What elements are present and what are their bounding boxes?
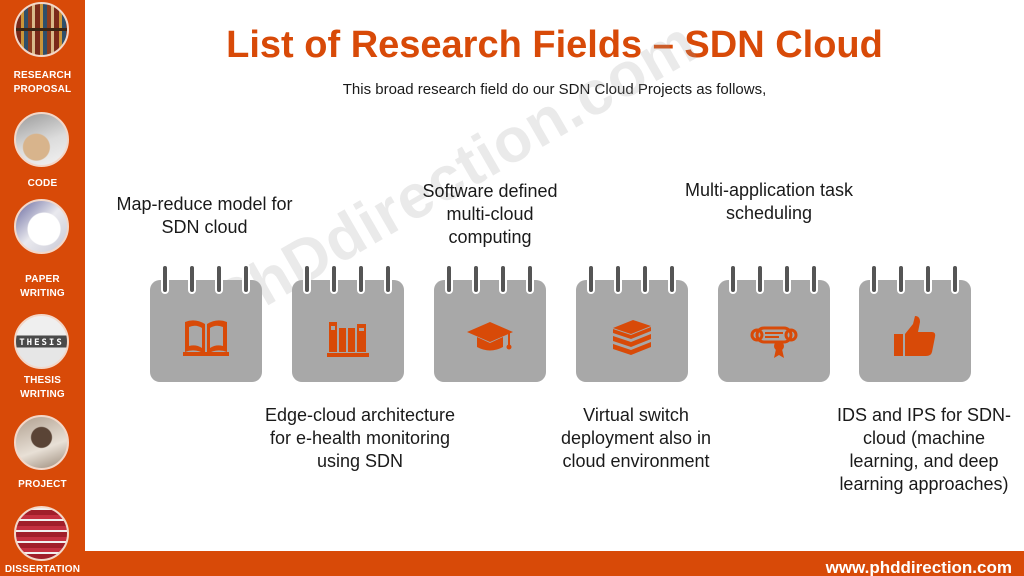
thesis-thumbnail-text: THESIS [19, 338, 64, 348]
page-title: List of Research Fields – SDN Cloud [226, 24, 883, 66]
calendar-ring [188, 264, 196, 294]
calendar-ring [161, 264, 169, 294]
book-stack-icon [613, 320, 651, 355]
field-label: Map-reduce model for SDN cloud [116, 194, 293, 237]
calendar-ring [384, 264, 392, 294]
calendar-card [576, 264, 688, 382]
sidebar-item-project[interactable]: PROJECT [0, 410, 85, 500]
calendar-ring [668, 264, 676, 294]
calendar-ring [445, 264, 453, 294]
calendar-ring [924, 264, 932, 294]
calendar-card [718, 264, 830, 382]
sidebar-item-dissertation[interactable]: DISSERTATION [0, 500, 85, 576]
footer-website-link[interactable]: www.phddirection.com [825, 558, 1012, 576]
calendar-ring [357, 264, 365, 294]
sidebar-item-thesis-writing[interactable]: THESIS THESIS WRITING [0, 305, 85, 410]
thumbs-up-icon [894, 316, 936, 356]
field-label: Edge-cloud architecture for e-health mon… [264, 405, 456, 471]
calendar-ring [810, 264, 818, 294]
field-label: Multi-application task scheduling [684, 180, 854, 223]
field-label: Software defined multi-cloud computing [422, 181, 558, 247]
calendar-ring [729, 264, 737, 294]
sidebar-item-label: PAPER WRITING [20, 274, 65, 299]
open-book-icon [183, 320, 229, 356]
calendar-card [292, 264, 404, 382]
thesis-thumbnail: THESIS [14, 314, 69, 369]
sidebar-item-label: PROJECT [18, 479, 67, 490]
sidebar-item-research-proposal[interactable]: RESEARCH PROPOSAL [0, 0, 85, 100]
sidebar-item-code[interactable]: CODE [0, 100, 85, 195]
code-thumbnail [14, 112, 69, 167]
sidebar-item-label: RESEARCH PROPOSAL [13, 70, 72, 95]
calendar-ring [870, 264, 878, 294]
page-subtitle: This broad research field do our SDN Clo… [342, 81, 767, 98]
calendar-ring [472, 264, 480, 294]
sidebar: RESEARCH PROPOSAL CODE PAPER WRITING THE… [0, 0, 85, 576]
sidebar-item-paper-writing[interactable]: PAPER WRITING [0, 195, 85, 305]
calendar-ring [499, 264, 507, 294]
calendar-ring [242, 264, 250, 294]
sidebar-item-label: THESIS WRITING [20, 375, 65, 400]
graduation-cap-icon [467, 322, 513, 351]
calendar-ring [897, 264, 905, 294]
calendar-card [150, 264, 262, 382]
dissertation-thumbnail [14, 506, 69, 561]
calendar-ring [215, 264, 223, 294]
project-thumbnail [14, 415, 69, 470]
sidebar-item-label: DISSERTATION [4, 564, 81, 575]
calendar-card [434, 264, 546, 382]
calendar-ring [783, 264, 791, 294]
calendar-ring [303, 264, 311, 294]
calendar-ring [756, 264, 764, 294]
calendar-ring [614, 264, 622, 294]
calendar-ring [587, 264, 595, 294]
calendar-body [150, 280, 262, 382]
calendar-ring [330, 264, 338, 294]
footer-bar: www.phddirection.com [85, 551, 1024, 576]
paper-writing-thumbnail [14, 199, 69, 254]
sidebar-item-label: CODE [27, 178, 58, 189]
calendar-ring [641, 264, 649, 294]
calendar-card [859, 264, 971, 382]
field-label: IDS and IPS for SDN-cloud (machine learn… [836, 405, 1012, 494]
bookshelf-thumbnail [14, 2, 69, 57]
books-shelf-icon [327, 322, 369, 357]
calendar-ring [951, 264, 959, 294]
calendar-ring [526, 264, 534, 294]
field-label: Virtual switch deployment also in cloud … [560, 405, 712, 471]
calendar-body [718, 280, 830, 382]
diploma-icon [750, 326, 798, 358]
